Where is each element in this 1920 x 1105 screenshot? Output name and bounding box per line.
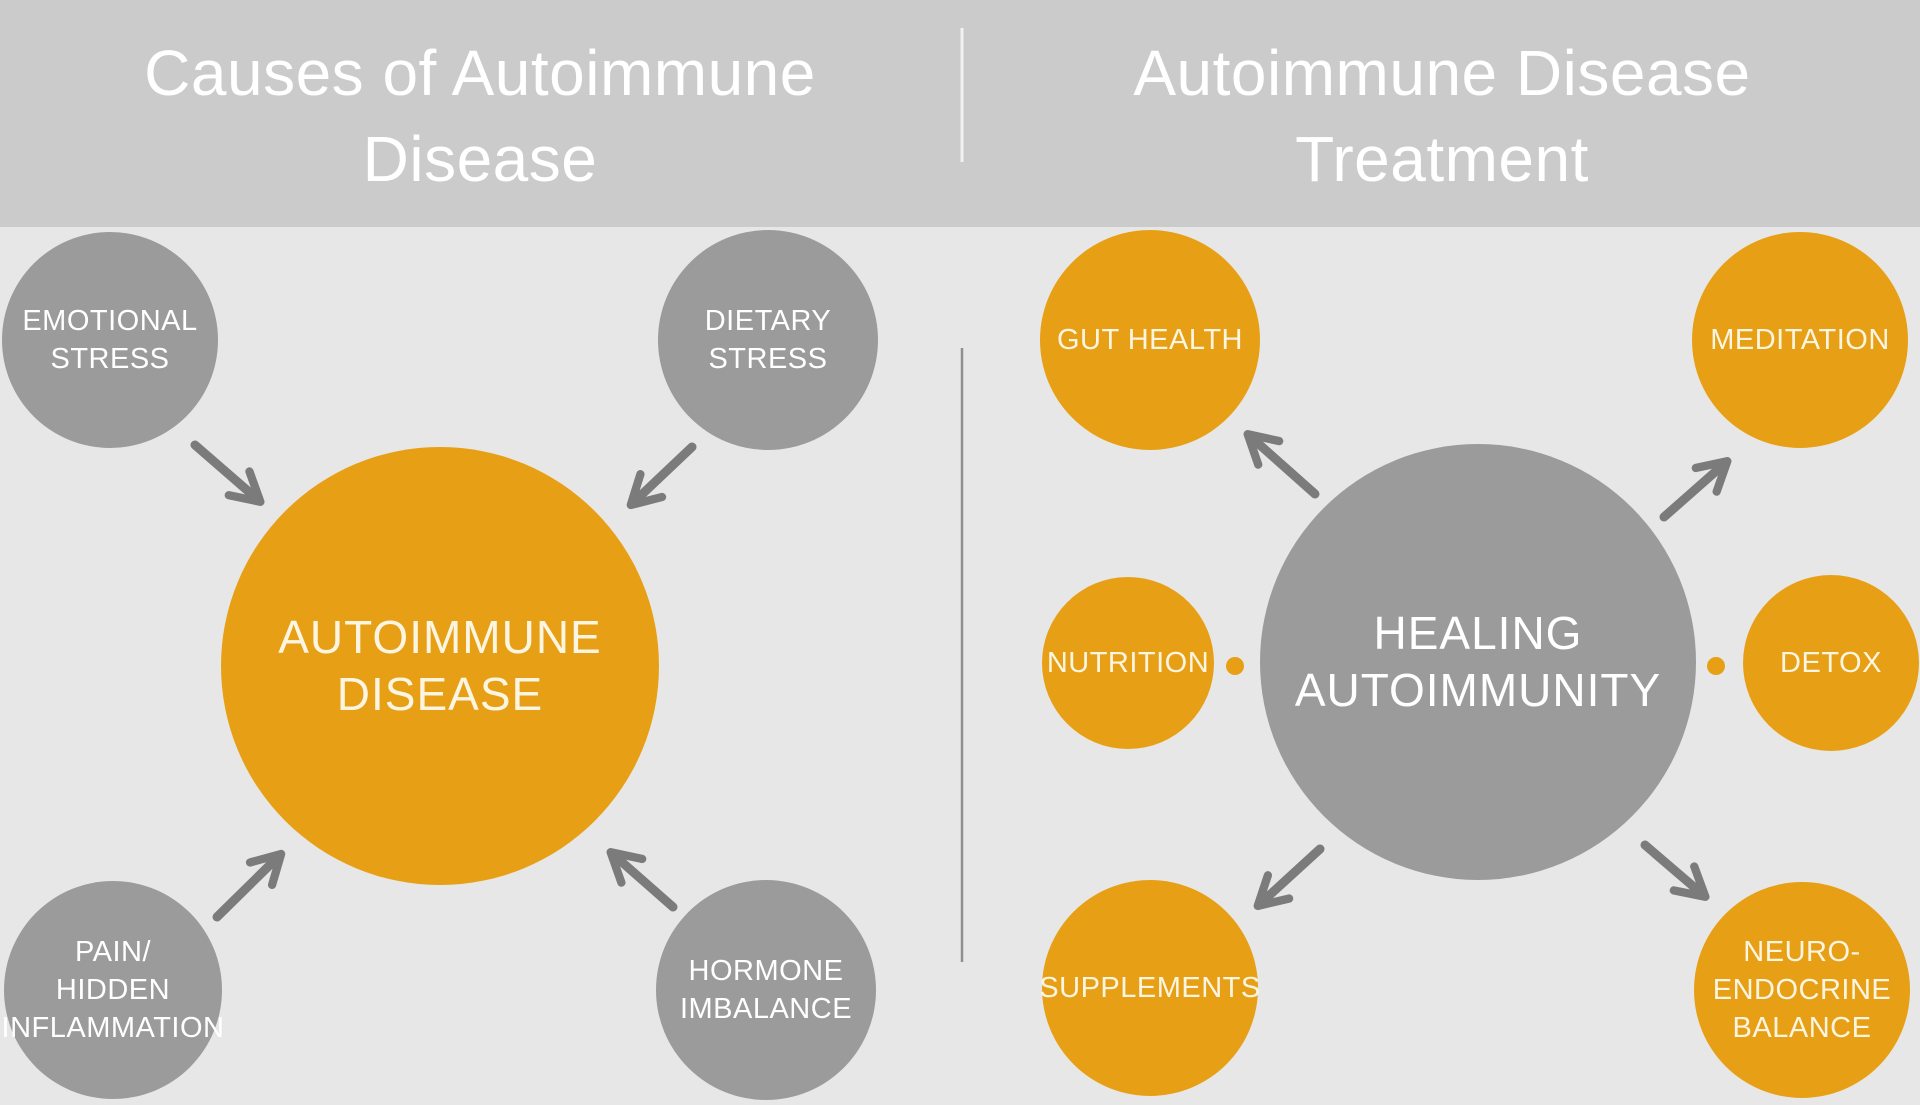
header-band bbox=[0, 0, 1920, 227]
cause-label: EMOTIONAL STRESS bbox=[22, 305, 198, 375]
center-circle-healing-autoimmunity: HEALING AUTOIMMUNITY bbox=[1260, 444, 1696, 880]
left-panel-title: Causes of Autoimmune Disease bbox=[144, 37, 816, 195]
treatment-circle-nutrition: NUTRITION bbox=[1042, 577, 1214, 749]
treatment-circle-meditation: MEDITATION bbox=[1692, 232, 1908, 448]
cause-circle-emotional-stress: EMOTIONAL STRESS bbox=[2, 232, 218, 448]
cause-label: DIETARY STRESS bbox=[704, 305, 832, 375]
treatment-label: NUTRITION bbox=[1046, 647, 1210, 679]
center-label: AUTOIMMUNE DISEASE bbox=[278, 611, 602, 720]
cause-label: HORMONE IMBALANCE bbox=[679, 955, 853, 1025]
arrow-icon-center-to-supplements bbox=[1253, 844, 1325, 911]
center-circle-autoimmune-disease: AUTOIMMUNE DISEASE bbox=[221, 447, 659, 885]
cause-label: PAIN/ HIDDEN INFLAMMATION bbox=[1, 936, 225, 1044]
treatment-label: SUPPLEMENTS bbox=[1039, 972, 1261, 1004]
treatment-circle-neuro-endocrine-balance: NEURO- ENDOCRINE BALANCE bbox=[1694, 882, 1910, 1098]
arrow-icon-hormone-to-center bbox=[606, 848, 678, 912]
connector-dot-detox bbox=[1707, 657, 1725, 675]
center-label: HEALING AUTOIMMUNITY bbox=[1294, 607, 1662, 716]
treatment-label: NEURO- ENDOCRINE BALANCE bbox=[1712, 936, 1892, 1044]
treatment-circle-detox: DETOX bbox=[1743, 575, 1919, 751]
cause-circle-pain-hidden-inflammation: PAIN/ HIDDEN INFLAMMATION bbox=[1, 881, 225, 1099]
arrow-icon-center-to-neuro-endocrine bbox=[1640, 840, 1710, 901]
treatment-circle-gut-health: GUT HEALTH bbox=[1040, 230, 1260, 450]
treatment-label: DETOX bbox=[1780, 647, 1882, 679]
treatment-label: GUT HEALTH bbox=[1056, 324, 1243, 356]
cause-circle-hormone-imbalance: HORMONE IMBALANCE bbox=[656, 880, 876, 1100]
arrow-icon-center-to-meditation bbox=[1659, 457, 1732, 522]
treatment-circle-supplements: SUPPLEMENTS bbox=[1039, 880, 1261, 1096]
arrow-icon-pain-to-center bbox=[212, 849, 286, 922]
cause-circle-dietary-stress: DIETARY STRESS bbox=[658, 230, 878, 450]
arrow-icon-center-to-gut-health bbox=[1243, 430, 1320, 499]
arrow-icon-emotional-to-center bbox=[190, 440, 265, 506]
right-panel-title: Autoimmune Disease Treatment bbox=[1133, 37, 1751, 195]
connector-dot-nutrition bbox=[1226, 657, 1244, 675]
treatment-label: MEDITATION bbox=[1710, 324, 1890, 356]
arrow-icon-dietary-to-center bbox=[626, 442, 697, 510]
